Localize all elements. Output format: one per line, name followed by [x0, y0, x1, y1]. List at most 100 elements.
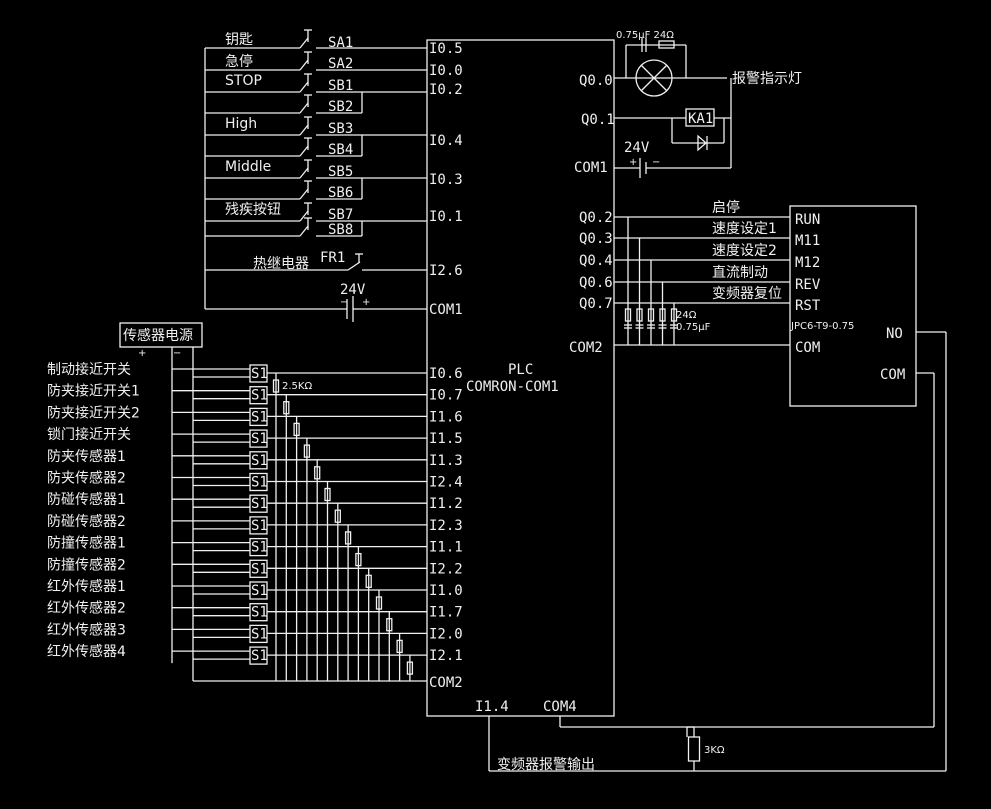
vfd-function-3: 直流制动 [712, 264, 768, 281]
vfd-function-4: 变频器复位 [712, 285, 782, 302]
sb1-label: SB1 [328, 78, 353, 94]
sensor-block-label: S1 [251, 561, 268, 577]
vfd-function-1: 速度设定1 [712, 221, 777, 237]
vfd-terminal-M12: M12 [795, 255, 820, 271]
pin-I0.2: I0.2 [429, 82, 463, 98]
snubber-resistor [624, 308, 632, 322]
pin-I0.1: I0.1 [429, 209, 463, 225]
sb5-contact [299, 167, 309, 179]
lamp-x [640, 64, 668, 92]
sb6-contact [299, 188, 309, 200]
pulldown-resistor [303, 444, 311, 458]
pin-I1.7: I1.7 [429, 605, 463, 621]
input-label-4: Middle [225, 159, 271, 175]
pin-I0.6: I0.6 [429, 366, 463, 382]
sensor-power-plus: + [138, 348, 146, 359]
snubber-resistor [670, 308, 678, 322]
snubber-resistor [647, 308, 655, 322]
input-supply-voltage: 24V [340, 282, 366, 298]
relay-label: KA1 [688, 111, 713, 127]
vfd-com-out: COM [880, 367, 905, 383]
pulldown-resistor [334, 509, 341, 523]
sensor-label-12: 红外传感器3 [47, 621, 126, 638]
pulldown-resistor [283, 401, 290, 415]
diode-icon [697, 134, 707, 152]
battery-minus: − [340, 297, 348, 308]
pulldown-resistor [314, 466, 321, 480]
sb8-contact [299, 225, 309, 237]
pin-I2.2: I2.2 [429, 561, 463, 577]
alarm-resistor-label: 3KΩ [704, 745, 725, 756]
sensor-block-label: S1 [251, 496, 268, 512]
sb5-label: SB5 [328, 164, 353, 180]
sb6-label: SB6 [328, 185, 353, 201]
sensor-block-label: S1 [251, 626, 268, 642]
pin-Q0.4: Q0.4 [579, 253, 613, 269]
sb8-label: SB8 [328, 222, 353, 238]
pin-I1.5: I1.5 [429, 431, 463, 447]
sensor-block-label: S1 [251, 518, 268, 534]
sensor-block-label: S1 [251, 431, 268, 447]
sensor-label-2: 防夹接近开关2 [47, 404, 140, 421]
pin-com1-out: COM1 [574, 160, 608, 176]
pin-I2.3: I2.3 [429, 518, 463, 534]
sb7-label: SB7 [328, 207, 353, 223]
output-minus: − [652, 157, 660, 168]
thermal-relay-label: 热继电器 [253, 256, 309, 272]
vfd-terminal-RUN: RUN [795, 212, 820, 228]
key-label: 钥匙 [225, 32, 253, 48]
sensor-label-13: 红外传感器4 [47, 643, 126, 660]
plc-name: PLC [508, 362, 533, 378]
pin-com1-in: COM1 [429, 302, 463, 318]
vfd-no: NO [886, 326, 903, 342]
pin-I0.7: I0.7 [429, 388, 463, 404]
snubber-c-label: 0.75μF [676, 322, 711, 333]
pin-com4: COM4 [543, 699, 577, 715]
fr1-contact [347, 261, 361, 271]
pin-com2-out: COM2 [569, 340, 603, 356]
pulldown-resistor [396, 639, 403, 654]
pin-Q0.7: Q0.7 [579, 296, 613, 312]
pulldown-resistor [324, 487, 331, 502]
sensor-block-label: S1 [251, 475, 268, 491]
sensor-power-minus: − [173, 348, 181, 359]
pin-i05: I0.5 [429, 41, 463, 57]
sensor-label-11: 红外传感器2 [47, 600, 126, 617]
estop-label: 急停 [225, 53, 253, 70]
lamp-icon [635, 59, 673, 97]
pulldown-resistor [365, 574, 372, 588]
sensor-label-10: 红外传感器1 [47, 578, 126, 595]
pin-com2-in: COM2 [429, 675, 463, 691]
pulldown-resistor [293, 422, 300, 437]
sa1-label: SA1 [328, 35, 353, 51]
pin-i14: I1.4 [475, 699, 509, 715]
pin-Q0.3: Q0.3 [579, 231, 613, 247]
vfd-function-0: 启停 [712, 199, 740, 216]
sensor-power-box [119, 322, 203, 348]
input-label-5: 残疾按钮 [225, 202, 281, 218]
vfd-terminal-M11: M11 [795, 233, 820, 249]
vfd-box [789, 205, 917, 407]
output-plus: + [629, 157, 637, 168]
pulldown-resistor [375, 596, 383, 610]
vfd-terminal-RST: RST [795, 298, 821, 314]
pulldown-resistor [355, 552, 362, 567]
pin-I0.3: I0.3 [429, 172, 463, 188]
pin-i00: I0.0 [429, 63, 463, 79]
sb4-label: SB4 [328, 142, 353, 158]
vfd-function-2: 速度设定2 [712, 243, 777, 259]
pin-I1.0: I1.0 [429, 583, 463, 599]
pin-I2.1: I2.1 [429, 648, 463, 664]
sensor-block-label: S1 [251, 583, 268, 599]
input-label-2: STOP [225, 73, 262, 89]
pin-I1.1: I1.1 [429, 540, 463, 556]
lamp-label: 报警指示灯 [732, 71, 802, 87]
plc-model: COMRON-COM1 [466, 379, 559, 395]
vfd-com: COM [795, 340, 820, 356]
sa1-contact [299, 37, 309, 49]
sb4-contact [299, 145, 309, 157]
pin-I2.4: I2.4 [429, 475, 463, 491]
